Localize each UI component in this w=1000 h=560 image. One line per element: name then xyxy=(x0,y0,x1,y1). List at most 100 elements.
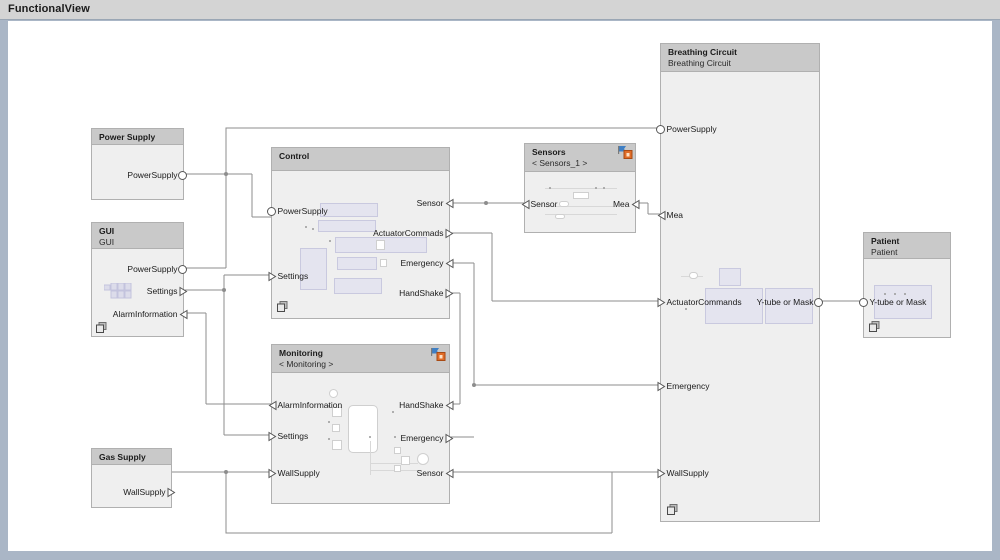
port-label: Mea xyxy=(612,199,630,209)
port-label: Settings xyxy=(146,286,178,296)
port-symbol-circle xyxy=(267,206,278,217)
block-subtitle: GUI xyxy=(99,237,115,247)
port-symbol-out xyxy=(656,468,667,479)
internal-diagram-art xyxy=(348,405,378,453)
port-bc-ytube-or-mask[interactable]: Y-tube or Mask xyxy=(757,296,825,309)
port-gui-alarminformation[interactable]: AlarmInformation xyxy=(113,308,189,321)
port-label: WallSupply xyxy=(123,487,166,497)
port-power-supply-out[interactable]: PowerSupply xyxy=(127,169,188,182)
nested-diagram-icon xyxy=(869,321,880,332)
internal-diagram-art xyxy=(332,440,342,450)
port-symbol-circle xyxy=(814,297,825,308)
block-title: Breathing Circuit xyxy=(668,47,737,57)
internal-diagram-art xyxy=(320,203,378,217)
block-header: Power Supply xyxy=(92,129,183,145)
internal-diagram-art xyxy=(318,220,376,232)
internal-diagram-art xyxy=(337,257,377,270)
internal-diagram-art xyxy=(394,447,401,454)
port-symbol-out xyxy=(444,288,455,299)
port-symbol-in xyxy=(444,400,455,411)
block-title: Gas Supply xyxy=(99,452,146,462)
port-symbol-circle xyxy=(656,124,667,135)
internal-diagram-art xyxy=(329,389,338,398)
port-bc-powersupply[interactable]: PowerSupply xyxy=(656,123,717,136)
block-gas-supply[interactable]: Gas Supply WallSupply xyxy=(91,448,175,508)
block-control[interactable]: Control PowerSupply Settings xyxy=(267,147,453,319)
port-control-handshake[interactable]: HandShake xyxy=(399,287,454,300)
port-gui-settings[interactable]: Settings xyxy=(147,285,189,298)
port-gui-powersupply[interactable]: PowerSupply xyxy=(127,263,188,276)
block-sensors[interactable]: Sensors < Sensors_1 > xyxy=(521,143,639,233)
internal-diagram-art xyxy=(401,456,410,465)
nested-diagram-icon xyxy=(277,301,288,312)
port-monitoring-settings[interactable]: Settings xyxy=(267,430,308,443)
port-label: ActuatorCommands xyxy=(666,297,742,307)
port-label: AlarmInformation xyxy=(112,309,178,319)
port-label: PowerSupply xyxy=(666,124,717,134)
connection-wires xyxy=(172,127,863,534)
port-control-settings[interactable]: Settings xyxy=(267,270,308,283)
internal-diagram-art xyxy=(765,288,813,324)
internal-diagram-art xyxy=(555,214,565,219)
port-bc-wallsupply[interactable]: WallSupply xyxy=(656,467,709,480)
block-power-supply[interactable]: Power Supply PowerSupply xyxy=(91,128,187,200)
port-monitoring-wallsupply[interactable]: WallSupply xyxy=(267,467,320,480)
nested-diagram-icon xyxy=(667,504,678,515)
port-symbol-in xyxy=(267,400,278,411)
block-monitoring[interactable]: Monitoring < Monitoring > xyxy=(268,344,453,504)
port-patient-ytube-or-mask[interactable]: Y-tube or Mask xyxy=(859,296,927,309)
grid-icon xyxy=(104,283,132,299)
block-title: Sensors xyxy=(532,147,566,157)
port-label: Y-tube or Mask xyxy=(869,297,927,307)
block-title: Monitoring xyxy=(279,348,323,358)
block-gui[interactable]: GUI GUI PowerSupply Settings xyxy=(91,222,187,337)
port-bc-emergency[interactable]: Emergency xyxy=(656,380,710,393)
port-symbol-in xyxy=(444,198,455,209)
port-label: Sensor xyxy=(416,468,444,478)
internal-diagram-art xyxy=(705,288,763,324)
block-breathing-circuit[interactable]: Breathing Circuit Breathing Circuit Powe… xyxy=(656,43,823,522)
port-gas-wallsupply[interactable]: WallSupply xyxy=(123,486,176,499)
block-header: Patient Patient xyxy=(864,233,950,259)
port-control-sensor[interactable]: Sensor xyxy=(417,197,455,210)
block-header: Monitoring < Monitoring > xyxy=(272,345,449,373)
port-symbol-out xyxy=(178,286,189,297)
internal-diagram-art xyxy=(380,259,387,267)
port-symbol-out xyxy=(444,228,455,239)
port-symbol-out xyxy=(656,381,667,392)
port-label: ActuatorCommads xyxy=(373,228,444,238)
internal-diagram-art xyxy=(573,192,589,199)
block-header: Breathing Circuit Breathing Circuit xyxy=(661,44,819,72)
port-label: Mea xyxy=(666,210,684,220)
port-monitoring-sensor[interactable]: Sensor xyxy=(417,467,455,480)
port-monitoring-emergency[interactable]: Emergency xyxy=(401,432,455,445)
internal-diagram-art xyxy=(300,248,327,290)
internal-diagram-art xyxy=(719,268,741,286)
port-monitoring-alarminformation[interactable]: AlarmInformation xyxy=(267,399,342,412)
port-control-emergency[interactable]: Emergency xyxy=(401,257,455,270)
port-symbol-in xyxy=(630,199,641,210)
port-control-powersupply[interactable]: PowerSupply xyxy=(267,205,328,218)
block-patient[interactable]: Patient Patient Y-tube or Mask xyxy=(859,232,951,338)
port-symbol-in xyxy=(520,199,531,210)
port-sensors-sensor[interactable]: Sensor xyxy=(520,198,558,211)
internal-diagram-art xyxy=(874,285,932,319)
port-symbol-out xyxy=(267,271,278,282)
port-monitoring-handshake[interactable]: HandShake xyxy=(399,399,454,412)
block-header: Control xyxy=(272,148,449,171)
port-control-actuatorcommands[interactable]: ActuatorCommads xyxy=(373,227,454,240)
port-bc-actuatorcommands[interactable]: ActuatorCommands xyxy=(656,296,742,309)
port-symbol-circle xyxy=(178,264,189,275)
port-sensors-mea[interactable]: Mea xyxy=(613,198,641,211)
port-label: Sensor xyxy=(530,199,558,209)
port-label: Emergency xyxy=(400,433,444,443)
internal-diagram-art xyxy=(376,240,385,250)
diagram-canvas[interactable]: Power Supply PowerSupply GUI GUI xyxy=(8,21,992,551)
internal-diagram-art xyxy=(334,278,382,294)
port-bc-mea[interactable]: Mea xyxy=(656,209,684,222)
internal-diagram-art xyxy=(689,272,698,279)
port-label: WallSupply xyxy=(277,468,320,478)
block-title: Patient xyxy=(871,236,900,246)
internal-diagram-art xyxy=(332,424,340,432)
port-symbol-in xyxy=(656,210,667,221)
